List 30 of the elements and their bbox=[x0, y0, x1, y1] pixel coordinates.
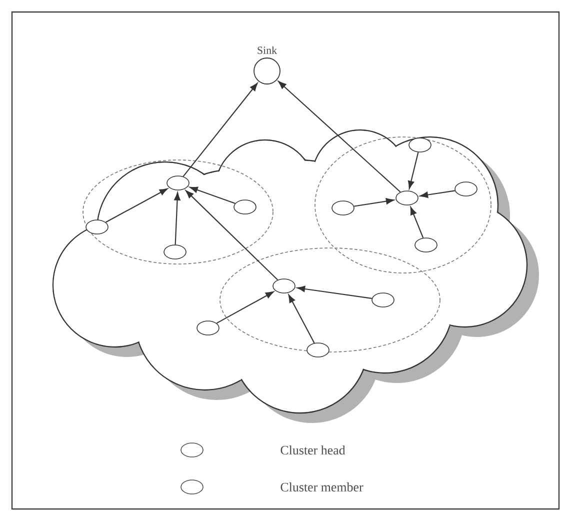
cluster-head-node bbox=[272, 278, 296, 294]
arrow bbox=[190, 186, 236, 204]
sensor-node bbox=[408, 138, 432, 152]
sensor-node bbox=[414, 238, 438, 252]
cluster-head-node bbox=[166, 176, 190, 190]
sensor-node bbox=[372, 292, 394, 308]
arrow bbox=[288, 294, 315, 344]
arrow bbox=[420, 190, 455, 198]
arrow bbox=[354, 198, 394, 207]
arrow bbox=[105, 188, 168, 223]
arrow bbox=[182, 82, 258, 177]
arrow bbox=[408, 152, 419, 189]
sensor-node bbox=[86, 220, 108, 234]
sensor-node bbox=[332, 200, 354, 216]
arrow bbox=[186, 190, 278, 280]
cluster-head-node bbox=[396, 190, 418, 206]
sensor-node bbox=[306, 342, 330, 358]
legend-label: Cluster member bbox=[280, 482, 364, 492]
sensor-node bbox=[196, 320, 220, 336]
arrow bbox=[278, 81, 401, 192]
arrow bbox=[174, 192, 180, 245]
arrow bbox=[410, 206, 424, 238]
arrow bbox=[296, 286, 372, 299]
node-label: Sink bbox=[258, 46, 278, 54]
sensor-node bbox=[454, 182, 478, 196]
sensor-node bbox=[164, 244, 186, 260]
sink-node: Sink bbox=[254, 46, 280, 84]
legend-label: Cluster head bbox=[280, 445, 346, 455]
sensor-node bbox=[234, 200, 256, 214]
arrow bbox=[216, 291, 274, 324]
